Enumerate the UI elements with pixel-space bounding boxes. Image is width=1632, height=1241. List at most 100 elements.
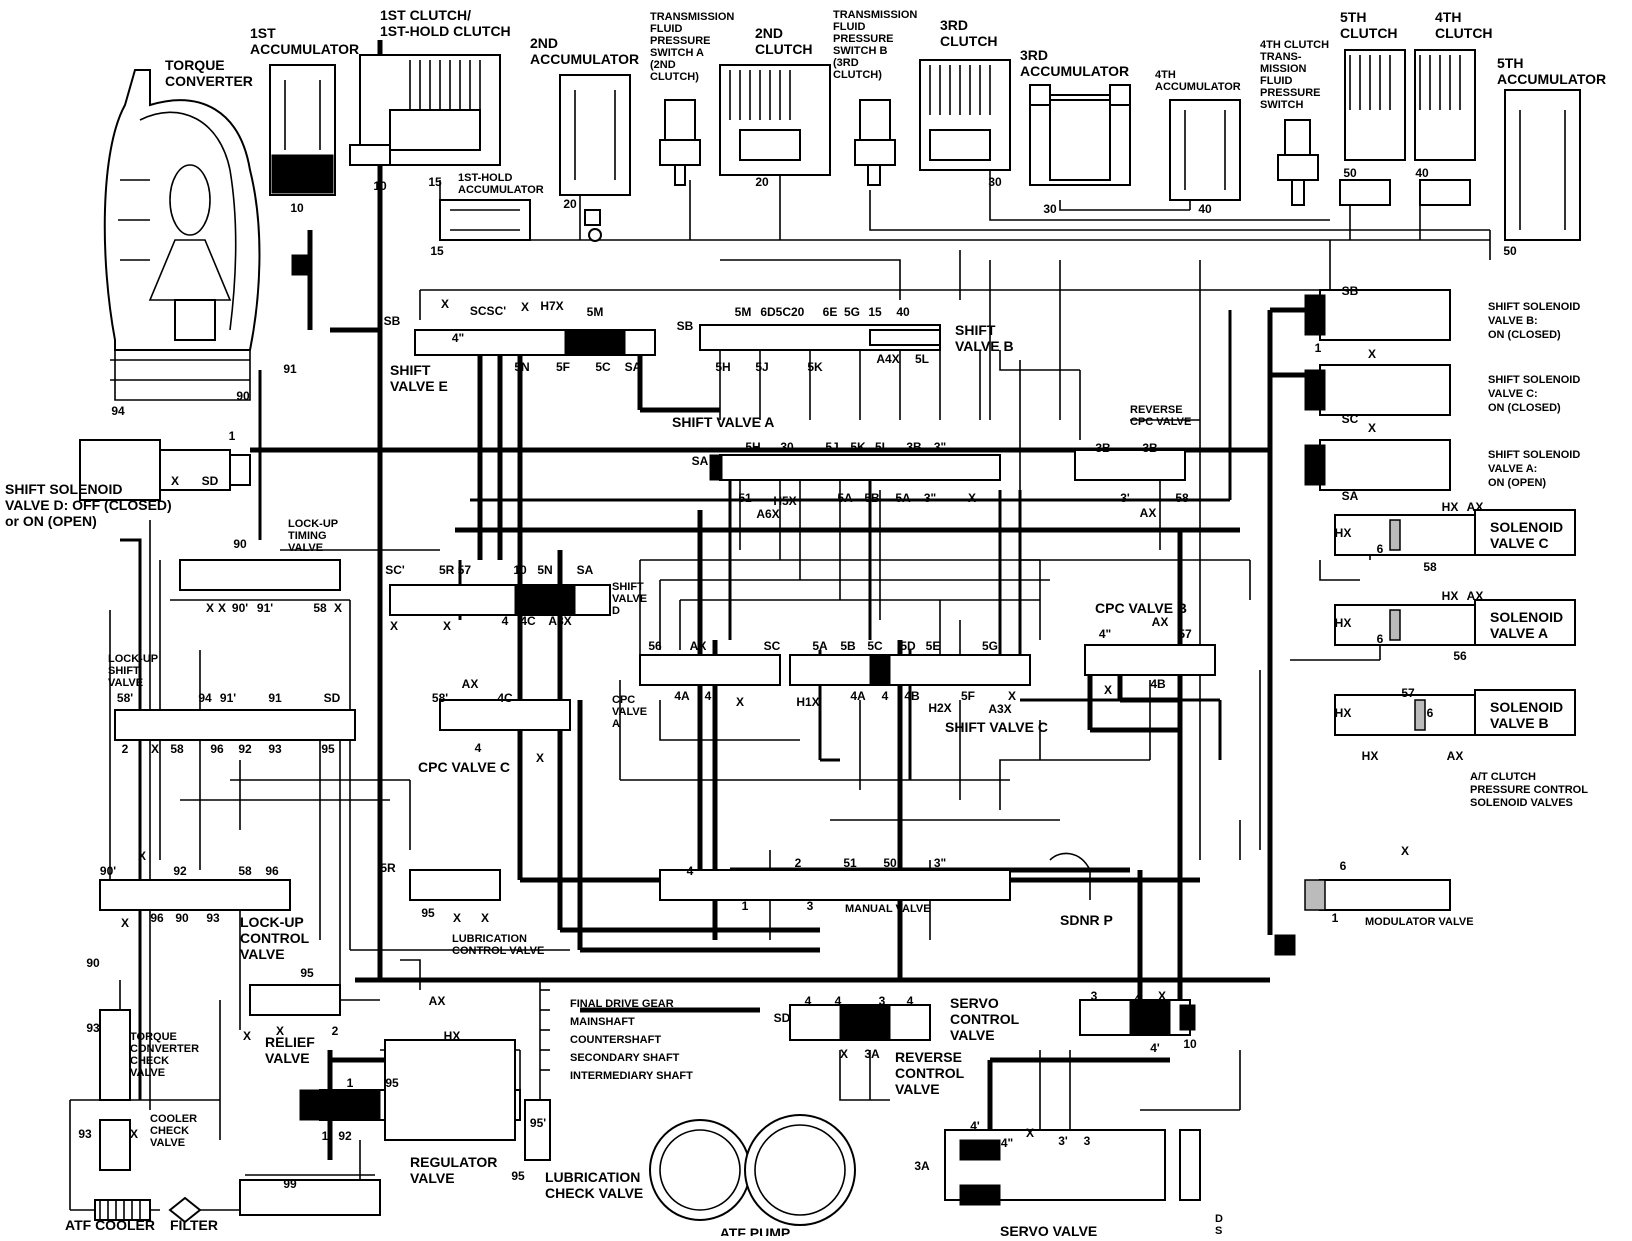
port-label: 5K (807, 360, 823, 374)
cpc-valve-c (439, 699, 571, 731)
label-modulator-valve: MODULATOR VALVE (1365, 916, 1474, 928)
port-label: X (840, 1047, 848, 1061)
port-label: X (453, 911, 461, 925)
port-label: 4" (1001, 1136, 1013, 1150)
clutch-5th (1339, 49, 1406, 206)
port-label: 3A (914, 1159, 930, 1173)
port-label: 50 (1503, 244, 1517, 258)
port-label: 5H (745, 440, 760, 454)
port-label: 94 (198, 691, 212, 705)
port-label: 5M (735, 305, 752, 319)
port-label: 15 (430, 244, 444, 258)
port-label: X (1104, 683, 1112, 697)
port-label: 90 (175, 911, 189, 925)
port-label: 3B (1095, 441, 1111, 455)
port-label: SD (324, 691, 341, 705)
clutch-3rd (919, 59, 1011, 171)
port-label: 30 (780, 440, 794, 454)
port-label: 57 (1401, 686, 1415, 700)
shift-solenoid-c (1304, 364, 1451, 416)
port-label: 91' (220, 691, 236, 705)
accumulator-4th (1169, 99, 1241, 201)
port-label: HX (1442, 589, 1459, 603)
solenoid-valve-c-box (1334, 509, 1576, 556)
port-label: X (1368, 347, 1376, 361)
port-label: X (736, 695, 744, 709)
solenoid-valve-b-box (1334, 689, 1576, 736)
port-label: 4 (882, 689, 889, 703)
port-label: 5B (864, 491, 880, 505)
port-label: 5J (755, 360, 768, 374)
lockup-control-valve (99, 879, 291, 911)
shift-solenoid-b (1304, 289, 1451, 341)
port-label: X (243, 1029, 251, 1043)
port-label: 20 (755, 175, 769, 189)
port-label: H5X (773, 494, 796, 508)
atf-pump (649, 1114, 856, 1226)
port-label: 15 (868, 305, 882, 319)
port-label: 3' (1058, 1134, 1068, 1148)
port-label: X (443, 619, 451, 633)
servo-valve (944, 1129, 1201, 1206)
port-label: 4A (674, 689, 690, 703)
port-label: 15 (428, 175, 442, 189)
port-label: SC' (385, 563, 405, 577)
label-cpc-valve-b: CPC VALVE B (1095, 600, 1187, 616)
port-label: 3 (1091, 989, 1098, 1003)
port-label: 6 (1377, 632, 1384, 646)
manual-valve (659, 852, 1091, 901)
port-label: SA (577, 563, 594, 577)
port-label: AX (690, 639, 707, 653)
label-servo-positions: DSPR (1215, 1213, 1223, 1236)
shift-solenoid-d (79, 439, 251, 501)
port-label: 4C (497, 691, 513, 705)
port-label: AX (1140, 506, 1157, 520)
port-label: 5L (875, 440, 889, 454)
port-label: 58 (238, 864, 252, 878)
label-atf-cooler: ATF COOLER (65, 1217, 155, 1233)
port-label: 5C (595, 360, 611, 374)
shift-solenoid-a (1304, 439, 1451, 491)
port-label: SD (774, 1011, 791, 1025)
torque-converter (103, 69, 261, 401)
port-label: 90 (86, 956, 100, 970)
port-label: 4 (1135, 991, 1142, 1005)
port-label: 1 (322, 1129, 329, 1143)
lubrication-control-valve (409, 869, 501, 901)
port-label: AX (1447, 749, 1464, 763)
port-label: 5C20 (776, 305, 805, 319)
label-filter: FILTER (170, 1217, 218, 1233)
port-label: 91' (257, 601, 273, 615)
label-servo-valve: SERVO VALVE (1000, 1223, 1097, 1236)
pressure-switch-b (854, 99, 896, 186)
port-label: 10 (513, 563, 527, 577)
lockup-timing-valve (179, 559, 341, 591)
clutch-2nd (719, 64, 831, 176)
atf-cooler (94, 1199, 151, 1221)
port-label: 6D (760, 305, 776, 319)
port-label: 58 (1423, 560, 1437, 574)
port-label: X (441, 297, 449, 311)
port-label: 40 (1198, 202, 1212, 216)
port-label: A4X (876, 352, 899, 366)
port-label: X (218, 601, 226, 615)
port-label: 5F (556, 360, 570, 374)
port-label: X (390, 619, 398, 633)
port-label: 1 (1332, 911, 1339, 925)
